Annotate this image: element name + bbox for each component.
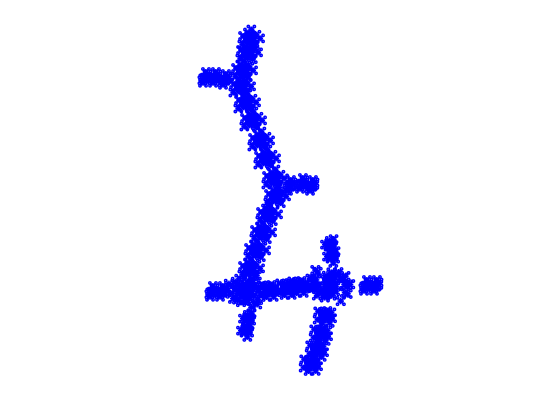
fractal-motif — [257, 115, 267, 126]
fractal-motif — [316, 328, 328, 340]
fractal-motif — [270, 164, 281, 175]
fractal-motif — [286, 284, 297, 295]
fractal-motif — [240, 96, 252, 108]
fractal-motif — [237, 72, 248, 83]
fractal-motif — [250, 244, 262, 256]
fractal-motif — [240, 284, 252, 296]
fractal-motif — [261, 245, 271, 256]
fractal-motif — [246, 114, 258, 126]
fractal-motif — [324, 278, 336, 290]
fractal-motif — [246, 24, 257, 35]
fractal-motif — [262, 144, 273, 155]
fractal-motif — [284, 180, 296, 192]
fractal-motif — [298, 362, 309, 373]
fractal-motif — [242, 46, 254, 58]
fractal-motif — [326, 250, 338, 262]
fractal-curve — [197, 24, 384, 376]
fractal-motif — [256, 288, 267, 299]
fractal-motif — [254, 134, 266, 146]
fractal-motif — [251, 97, 261, 108]
fractal-motif — [262, 208, 274, 220]
fractal-motif — [253, 47, 263, 58]
fractal-motif — [246, 254, 257, 265]
fractal-motif — [240, 324, 252, 336]
fractal-motif — [230, 276, 241, 287]
fractal-motif — [273, 209, 283, 220]
fractal-motif — [312, 314, 323, 325]
fractal-motif — [264, 200, 275, 211]
fractal-motif — [320, 310, 332, 322]
fractal-motif — [216, 286, 228, 298]
fractal-motif — [242, 88, 253, 99]
fractal-motif — [270, 190, 282, 202]
fractal-motif — [272, 182, 283, 193]
fractal-motif — [248, 65, 258, 76]
fractal-motif — [312, 344, 324, 356]
fractal-motif — [294, 280, 306, 292]
fractal-motif — [311, 274, 322, 286]
fractal-motif — [312, 266, 323, 278]
fractal-motif — [248, 106, 259, 117]
fractal-motif — [264, 284, 276, 296]
fractal-motif — [260, 152, 272, 164]
fractal-motif — [268, 172, 280, 184]
fractal-motif — [274, 286, 285, 297]
fractal-motif — [252, 236, 263, 247]
fractal-motif — [306, 180, 318, 192]
fractal-motif — [265, 135, 275, 146]
fractal-motif — [370, 280, 382, 292]
fractal-motif — [310, 365, 321, 376]
fractal-motif — [239, 56, 250, 67]
fractal-motif — [256, 226, 268, 238]
fractal-motif — [322, 325, 333, 336]
fractal-motif — [252, 299, 263, 310]
fractal-motif — [255, 33, 265, 44]
fractal-motif — [339, 287, 351, 298]
fractal-motif — [256, 126, 267, 137]
fractal-motif — [335, 295, 346, 307]
fractal-motif — [271, 153, 281, 164]
fractal-motif — [306, 358, 318, 370]
fractal-motif — [267, 227, 277, 238]
fractal-motif — [219, 74, 231, 86]
fractal-motif — [258, 218, 269, 229]
fractal-motif — [244, 38, 255, 49]
